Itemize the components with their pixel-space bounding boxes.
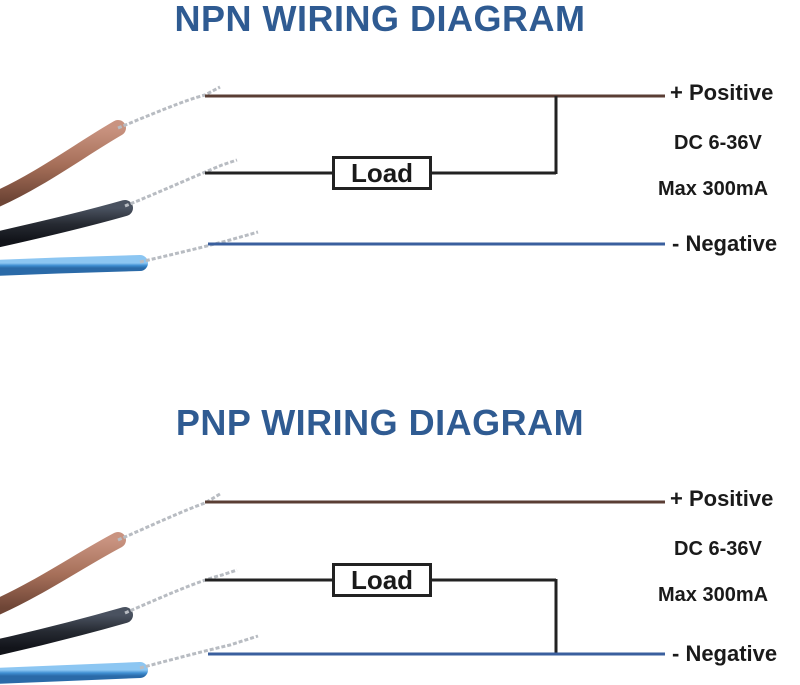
pnp-voltage-label: DC 6-36V [674,538,762,560]
npn-positive-label: + Positive [670,80,774,105]
npn-black-conductor [124,158,238,208]
npn-blue-cable [0,255,148,276]
pnp-blue-conductor [139,634,259,670]
npn-negative-label: - Negative [672,231,778,256]
npn-brown-conductor [117,85,221,130]
npn-diagram-title: NPN WIRING DIAGRAM [174,0,586,39]
pnp-circuit [0,492,665,684]
npn-current-label: Max 300mA [658,178,769,200]
pnp-negative-label: - Negative [672,641,778,666]
pnp-brown-cable [0,532,126,615]
npn-voltage-label: DC 6-36V [674,132,762,154]
pnp-black-cable [0,607,133,656]
npn-circuit [0,85,665,276]
pnp-blue-cable [0,662,148,684]
pnp-diagram-title: PNP WIRING DIAGRAM [175,402,585,443]
pnp-positive-label: + Positive [670,486,774,511]
pnp-current-label: Max 300mA [658,584,769,606]
pnp-black-conductor [124,568,238,615]
npn-load-box: Load [332,156,432,190]
npn-blue-conductor [139,230,259,264]
pnp-brown-conductor [117,492,221,542]
pnp-load-box: Load [332,563,432,597]
npn-brown-cable [0,120,126,207]
npn-black-cable [0,200,133,248]
